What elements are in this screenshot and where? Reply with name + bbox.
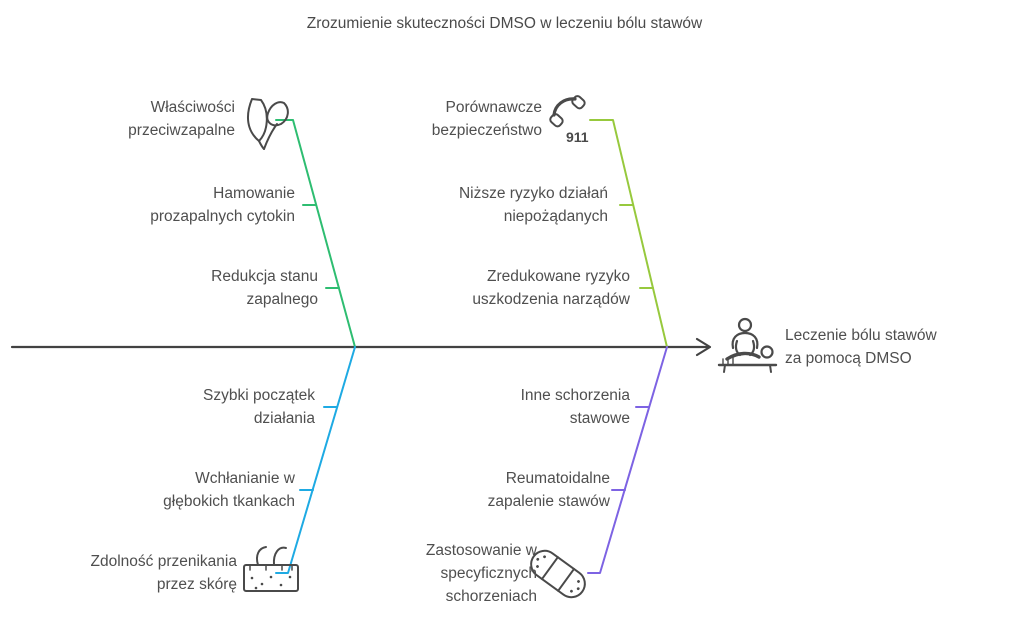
skin-icon: [243, 546, 299, 592]
effect-label: Leczenie bólu stawów za pomocą DMSO: [785, 327, 937, 367]
branch-top-right-item-2: Zredukowane ryzyko uszkodzenia narządów: [472, 268, 630, 308]
branch-bottom-left-label: Zdolność przenikania przez skórę: [90, 553, 237, 593]
branch-bottom-left-item-2: Wchłanianie w głębokich tkankach: [163, 470, 295, 510]
emergency-phone-911-icon: 911: [549, 95, 589, 145]
spine-arrowhead-icon: [695, 337, 712, 357]
branch-top-right-label: Porównawcze bezpieczeństwo: [431, 99, 542, 139]
bandage-icon: [530, 549, 586, 599]
branch-line: [275, 119, 356, 348]
leaf-icon: [246, 98, 289, 150]
branch-line: [275, 346, 356, 574]
branch-line: [589, 119, 668, 348]
branch-top-left-item-1: Hamowanie prozapalnych cytokin: [150, 185, 295, 225]
branch-top-left-lines: [275, 119, 356, 348]
diagram-title: Zrozumienie skuteczności DMSO w leczeniu…: [306, 15, 703, 32]
spine: [10, 337, 712, 357]
branch-top-left-label: Właściwości przeciwzapalne: [128, 99, 235, 139]
branch-bottom-right-item-2: Reumatoidalne zapalenie stawów: [487, 470, 610, 510]
branch-bottom-right-item-1: Inne schorzenia stawowe: [520, 387, 630, 427]
branch-line: [587, 346, 668, 574]
branch-top-right-lines: [589, 119, 668, 348]
branch-bottom-right-lines: [587, 346, 668, 574]
branch-top-left-item-2: Redukcja stanu zapalnego: [211, 268, 318, 308]
massage-therapy-icon: [717, 317, 778, 373]
branch-bottom-left-item-1: Szybki początek działania: [203, 387, 315, 427]
phone-911-label: 911: [566, 129, 589, 145]
branch-bottom-right-label: Zastosowanie w specyficznych schorzeniac…: [425, 542, 537, 605]
branch-top-right-item-1: Niższe ryzyko działań niepożądanych: [458, 185, 608, 225]
branch-bottom-left-lines: [275, 346, 356, 574]
